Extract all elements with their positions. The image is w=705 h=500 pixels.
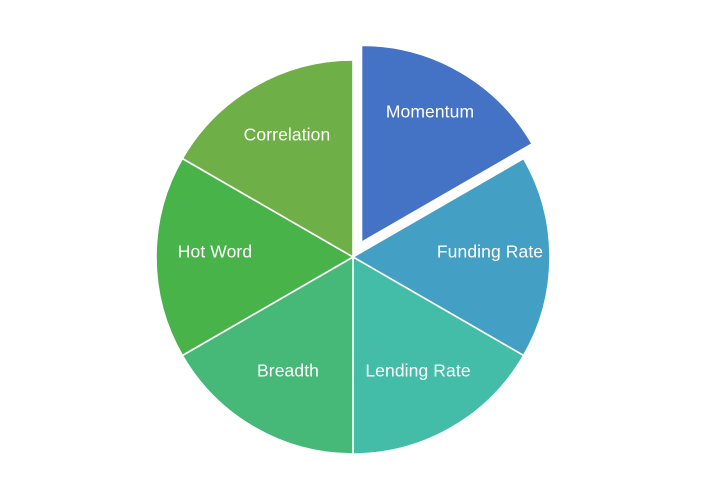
pie-slice-label-lending-rate: Lending Rate [365, 361, 470, 381]
pie-slice-correlation[interactable] [181, 59, 354, 258]
pie-slice-label-correlation: Correlation [244, 125, 331, 145]
pie-slice-momentum[interactable] [360, 44, 533, 244]
pie-slices-group [155, 44, 551, 455]
pie-slice-funding-rate[interactable] [352, 157, 551, 357]
pie-slice-label-momentum: Momentum [386, 102, 474, 122]
pie-slice-breadth[interactable] [181, 256, 354, 455]
pie-slice-label-funding-rate: Funding Rate [437, 242, 543, 262]
pie-slice-label-breadth: Breadth [257, 361, 319, 381]
pie-slice-label-hot-word: Hot Word [178, 242, 252, 262]
pie-slice-hot-word[interactable] [155, 157, 354, 357]
pie-slice-lending-rate[interactable] [352, 256, 525, 455]
